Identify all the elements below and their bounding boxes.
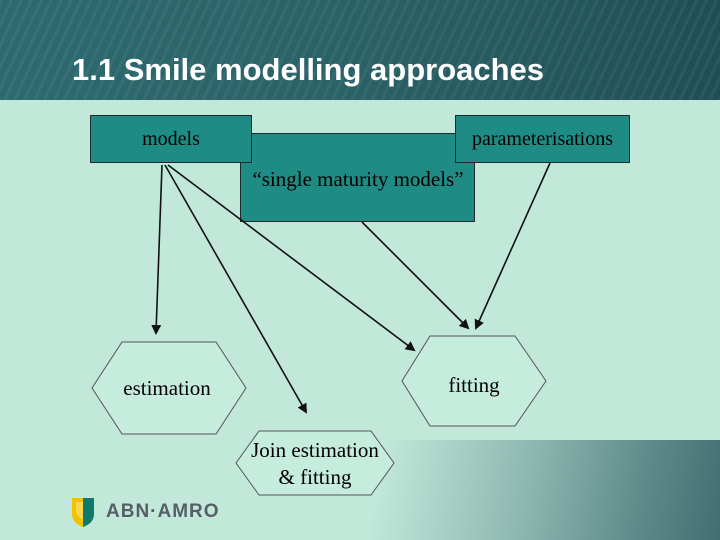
single-maturity-label: “single maturity models” xyxy=(252,167,464,191)
joint-label-line2: & fitting xyxy=(278,465,352,489)
fitting-hexagon xyxy=(401,335,547,427)
slide-header: 1.1 Smile modelling approaches xyxy=(0,0,720,100)
parameterisations-label: parameterisations xyxy=(471,127,614,150)
parameterisations-box: parameterisations xyxy=(455,115,630,163)
abn-amro-logo: ABN·AMRO xyxy=(70,496,220,528)
logo-text: ABN·AMRO xyxy=(106,501,220,522)
arrow-single-maturity-to-fitting xyxy=(361,221,470,330)
slide-title: 1.1 Smile modelling approaches xyxy=(72,52,545,87)
arrow-models-to-estimation xyxy=(151,164,163,335)
shield-logo-icon xyxy=(72,498,94,527)
models-box: models xyxy=(90,115,252,163)
single-maturity-box xyxy=(240,133,475,222)
arrow-parameterisations-to-fitting xyxy=(474,162,551,330)
arrow-models-to-fitting xyxy=(167,164,416,352)
arrow-models-to-joint xyxy=(164,164,307,414)
fitting-label: fitting xyxy=(448,373,500,397)
estimation-label: estimation xyxy=(123,376,211,400)
joint-label-line1: Join estimation xyxy=(251,438,379,462)
joint-hexagon xyxy=(235,430,395,496)
estimation-hexagon xyxy=(91,341,247,435)
models-label: models xyxy=(142,127,200,150)
